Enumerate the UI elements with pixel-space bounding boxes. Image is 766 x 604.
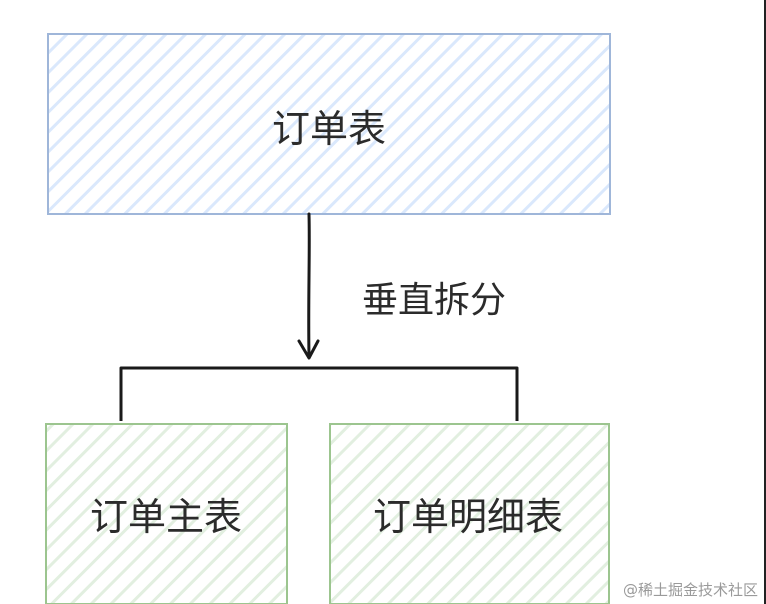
order-main-table-box: 订单主表	[45, 423, 288, 604]
order-detail-table-box: 订单明细表	[329, 423, 610, 604]
split-arrow	[297, 212, 320, 360]
page-edge-divider	[764, 0, 766, 604]
order-detail-table-label: 订单明细表	[373, 495, 563, 539]
orders-table-label: 订单表	[272, 107, 386, 151]
vertical-split-label: 垂直拆分	[362, 280, 506, 321]
orders-table-box: 订单表	[47, 33, 611, 215]
watermark: @稀土掘金技术社区	[622, 581, 758, 599]
order-main-table-label: 订单主表	[90, 495, 242, 539]
bracket-connector	[119, 366, 519, 421]
